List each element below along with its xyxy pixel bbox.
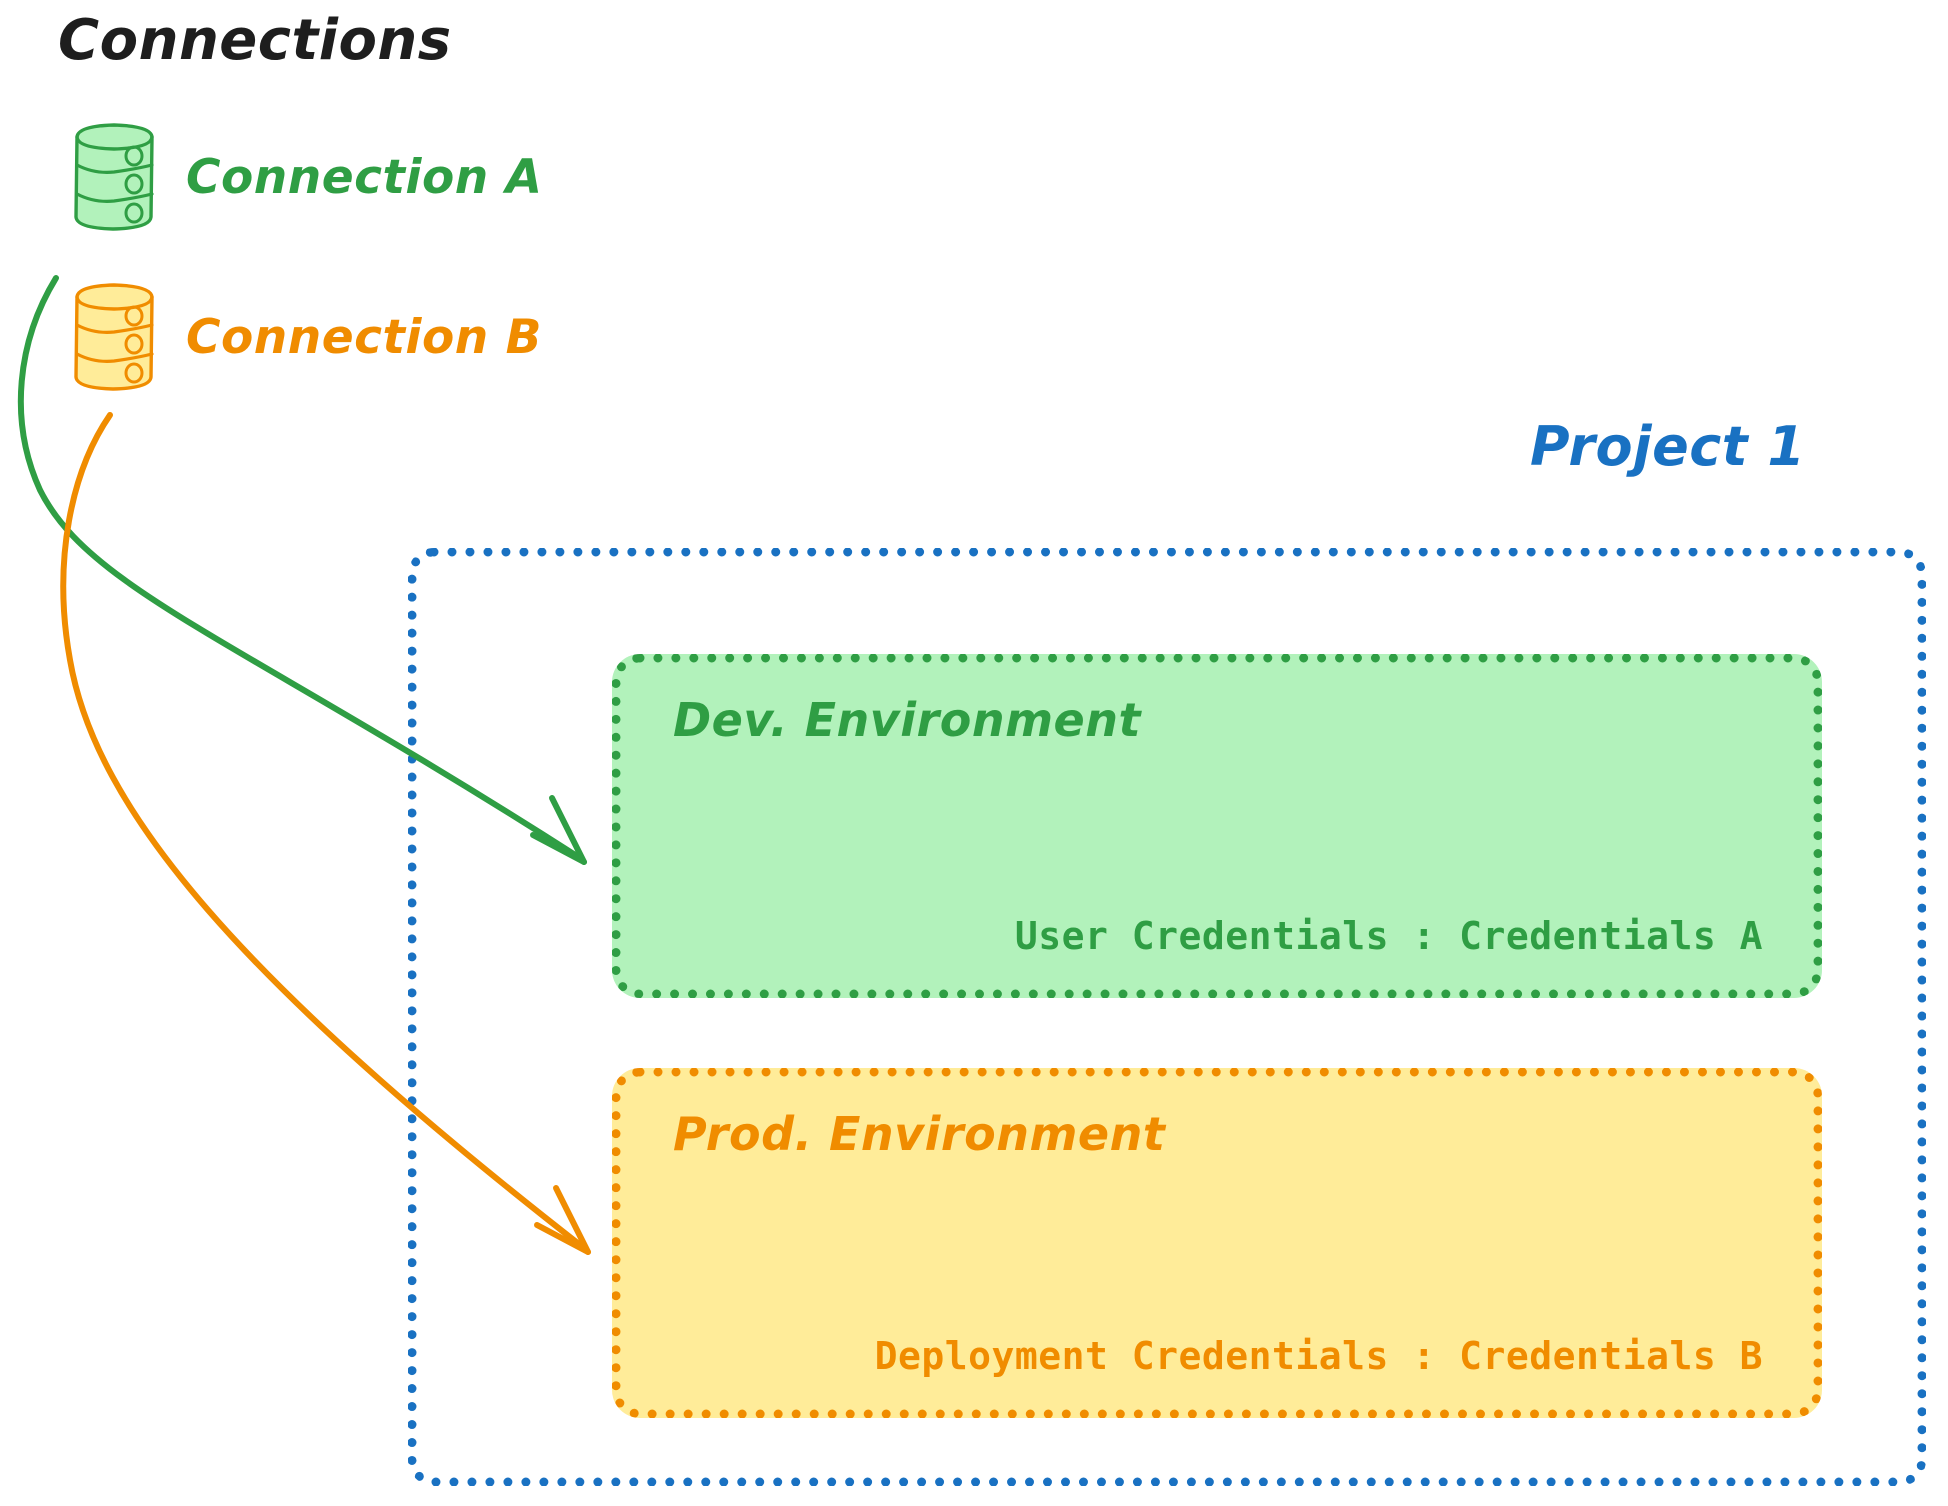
connection-b-label: Connection B [186, 309, 542, 365]
prod-environment-title: Prod. Environment [673, 1107, 1166, 1161]
database-cylinder-icon-b [74, 283, 154, 391]
dev-environment-box[interactable]: Dev. Environment User Credentials : Cred… [612, 654, 1822, 998]
prod-environment-credentials: Deployment Credentials : Credentials B [874, 1334, 1763, 1378]
connection-item-b[interactable]: Connection B [68, 278, 542, 396]
page-title: Connections [58, 8, 452, 73]
dev-environment-credentials: User Credentials : Credentials A [1014, 914, 1763, 958]
database-cylinder-icon-a [74, 123, 154, 231]
dev-environment-title: Dev. Environment [673, 693, 1141, 747]
connection-a-label: Connection A [186, 149, 543, 205]
project-label: Project 1 [1530, 415, 1806, 478]
connection-item-a[interactable]: Connection A [68, 118, 543, 236]
prod-environment-box[interactable]: Prod. Environment Deployment Credentials… [612, 1068, 1822, 1418]
